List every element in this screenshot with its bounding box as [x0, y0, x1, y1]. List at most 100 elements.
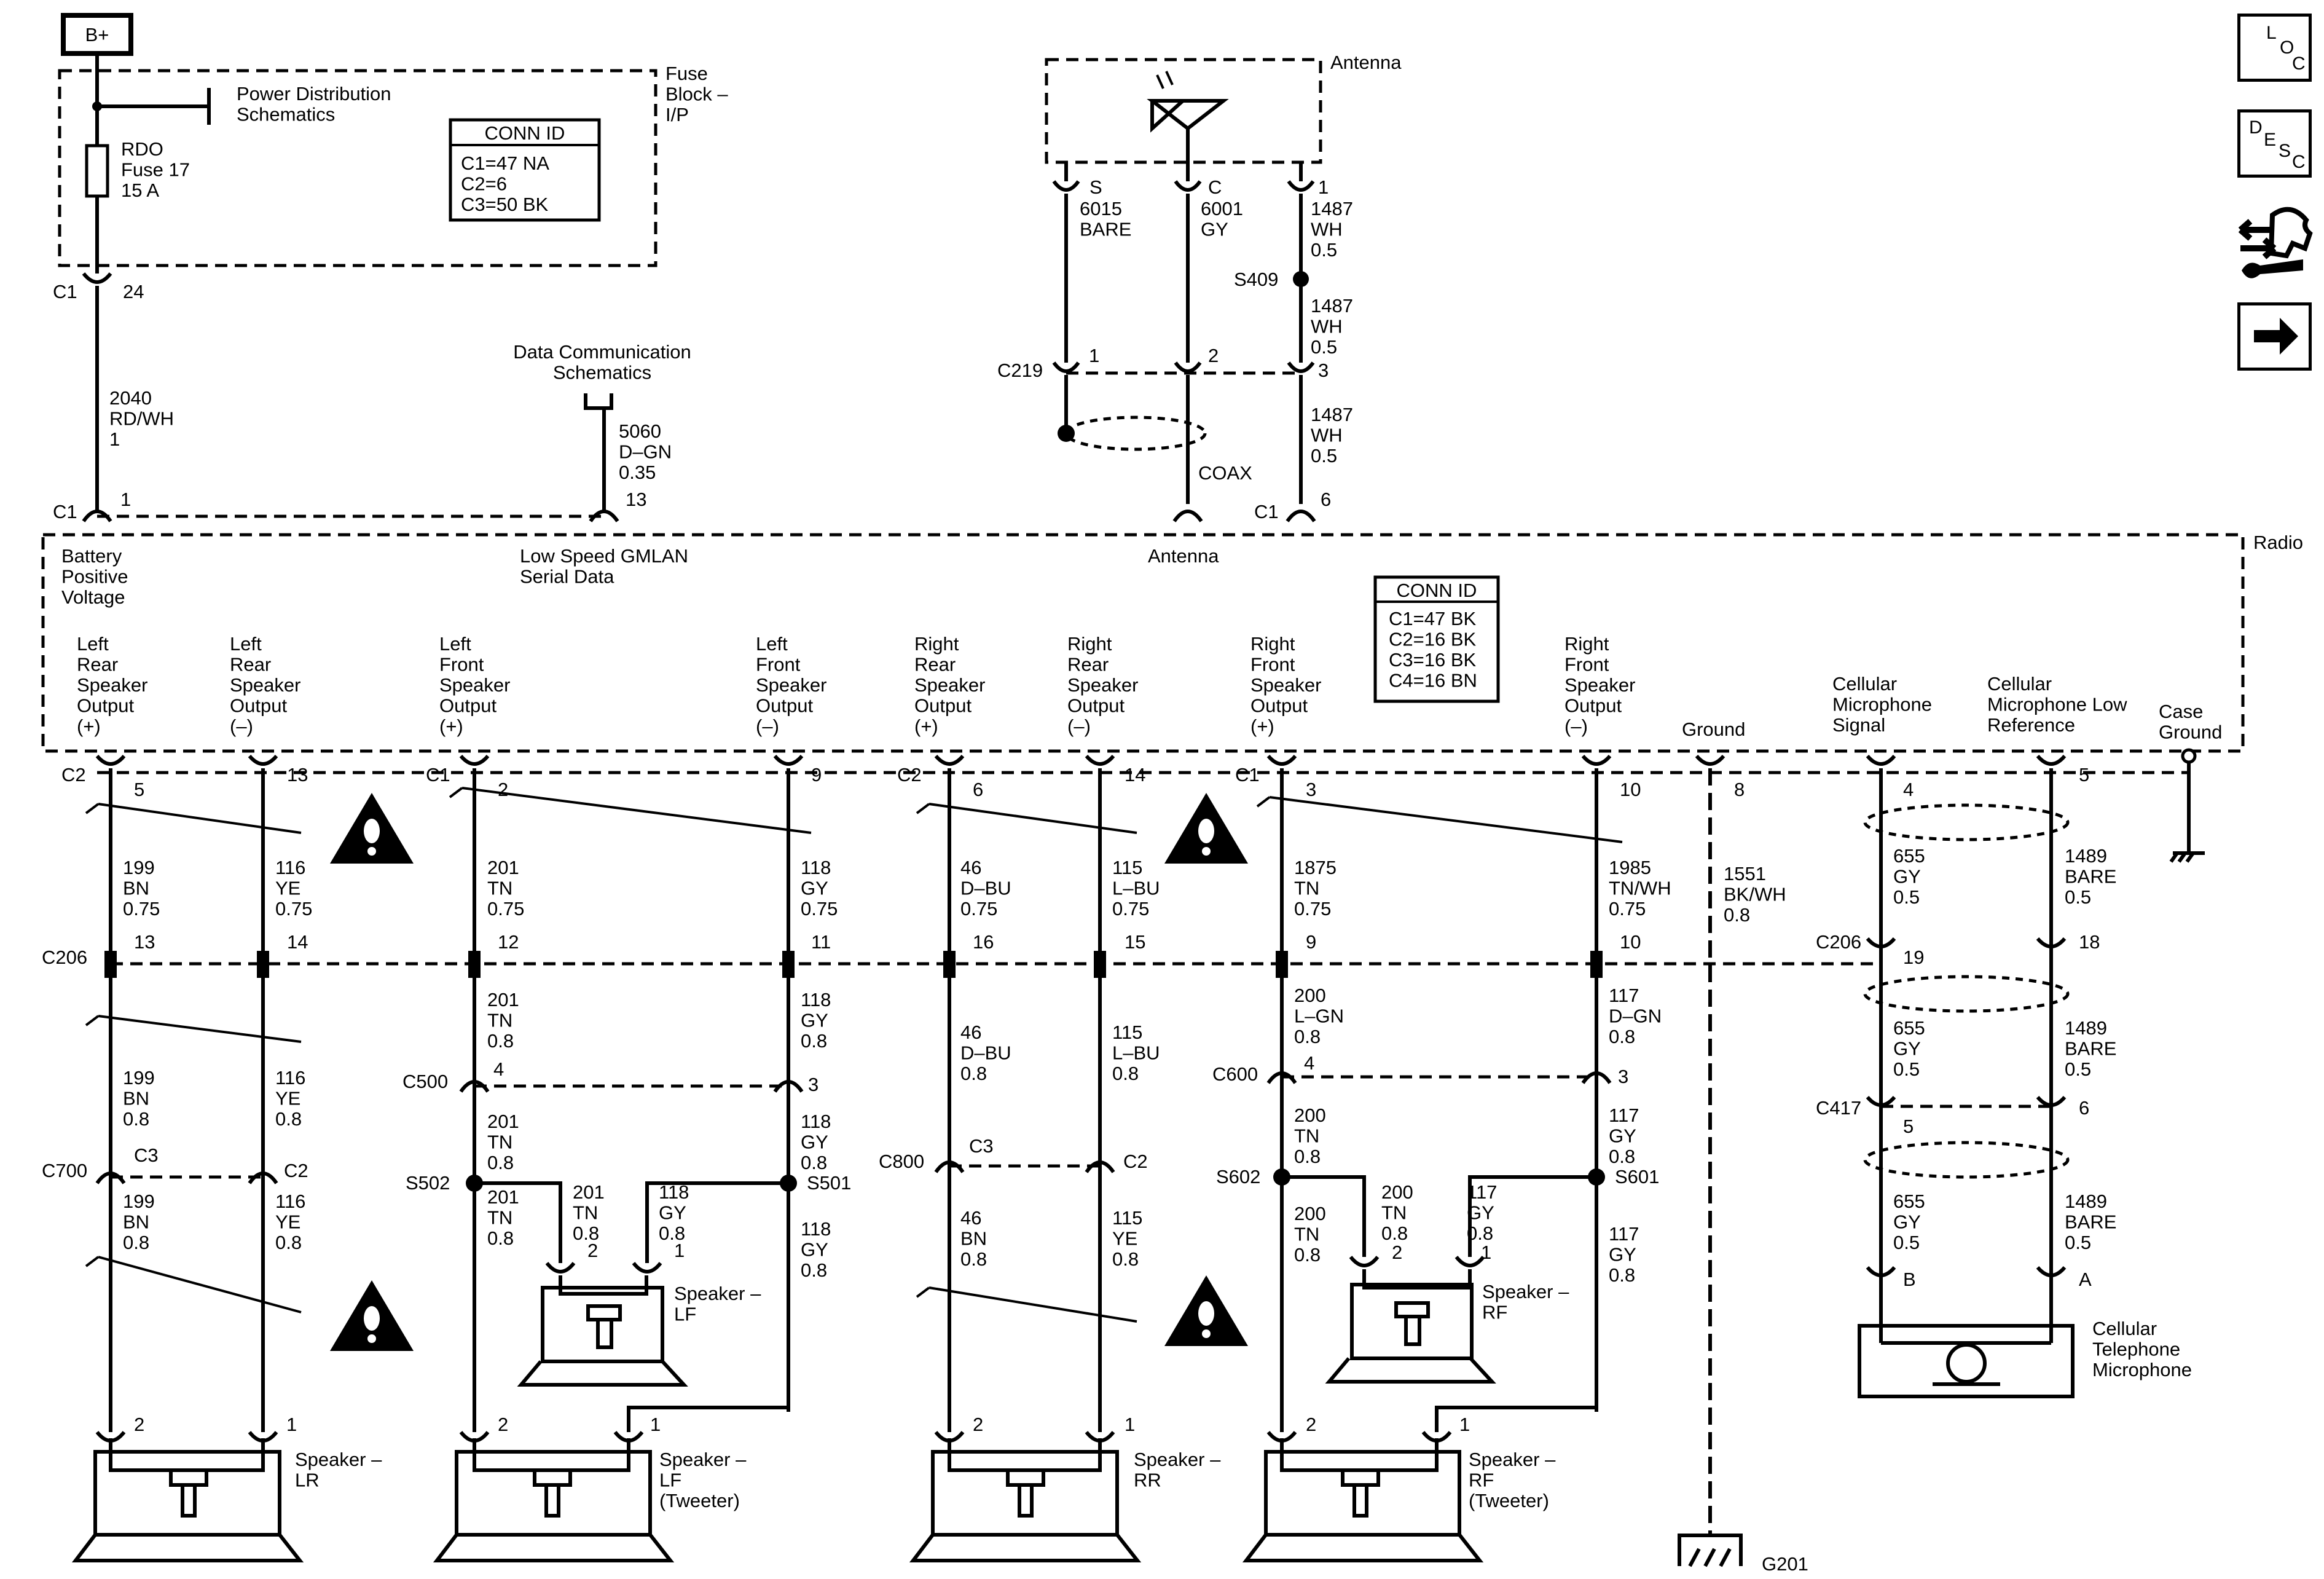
antenna-pins: S C 1 [1052, 162, 1329, 198]
svg-text:S502: S502 [406, 1172, 450, 1194]
svg-text:1: 1 [120, 489, 131, 510]
radio-bottom-connectors: C2 C1 C2 C1 5 13 2 9 6 14 3 10 8 4 5 [61, 754, 2189, 800]
svg-text:10: 10 [1620, 931, 1641, 953]
nav-letter: D [2249, 117, 2263, 138]
svg-text:C1: C1 [426, 764, 450, 786]
svg-text:A: A [2079, 1269, 2092, 1290]
svg-text:6: 6 [973, 779, 983, 800]
coax-label: COAX [1198, 462, 1252, 484]
svg-text:B: B [1903, 1269, 1916, 1290]
svg-text:Speaker –LF(Tweeter): Speaker –LF(Tweeter) [659, 1449, 747, 1511]
svg-text:Speaker –LR: Speaker –LR [295, 1449, 382, 1490]
svg-text:C1: C1 [1235, 764, 1260, 786]
svg-text:Speaker –RF: Speaker –RF [1482, 1281, 1569, 1323]
svg-text:4: 4 [493, 1058, 504, 1080]
location-button[interactable]: L O C [2237, 14, 2312, 82]
svg-text:2: 2 [134, 1414, 144, 1435]
svg-text:2: 2 [498, 779, 508, 800]
svg-text:3: 3 [808, 1074, 819, 1095]
svg-text:13: 13 [134, 931, 155, 953]
svg-text:11: 11 [811, 931, 831, 953]
conn-c219 [1052, 361, 1315, 373]
svg-text:C800: C800 [879, 1151, 924, 1172]
svg-text:4: 4 [1304, 1052, 1314, 1074]
antenna-title: Antenna [1330, 52, 1402, 73]
cell-shields [1863, 803, 2070, 1179]
nav-letter: L [2266, 23, 2277, 43]
svg-text:6: 6 [1321, 489, 1331, 510]
svg-text:14: 14 [287, 931, 308, 953]
case-ground-icon [2169, 851, 2205, 863]
svg-text:C2: C2 [284, 1160, 308, 1181]
svg-text:G201: G201 [1762, 1553, 1808, 1575]
svg-text:5: 5 [1903, 1116, 1914, 1137]
pin-label: 24 [123, 281, 144, 302]
svg-text:46D–BU0.8: 46D–BU0.8 [960, 1022, 1011, 1084]
svg-text:8: 8 [1734, 779, 1745, 800]
svg-text:9: 9 [1306, 931, 1316, 953]
radio-top-connectors [82, 510, 1316, 522]
svg-text:C2: C2 [61, 764, 86, 786]
antenna-icon [1156, 71, 1174, 89]
svg-text:C3: C3 [969, 1135, 994, 1157]
svg-text:C2: C2 [897, 764, 922, 786]
svg-text:46D–BU0.75: 46D–BU0.75 [960, 857, 1011, 919]
nav-letter: C [2292, 53, 2306, 74]
svg-text:C206: C206 [42, 947, 87, 968]
svg-text:3: 3 [1306, 779, 1316, 800]
svg-text:2: 2 [498, 1414, 508, 1435]
description-button[interactable]: D E S C [2237, 109, 2312, 178]
coax-shield [1064, 415, 1207, 451]
svg-text:2: 2 [1392, 1242, 1402, 1263]
svg-text:S602: S602 [1216, 1166, 1260, 1187]
nav-letter: O [2280, 37, 2295, 58]
svg-text:C3: C3 [134, 1144, 159, 1166]
svg-text:5: 5 [2079, 764, 2089, 786]
svg-text:18: 18 [2079, 931, 2100, 953]
svg-text:15: 15 [1125, 931, 1145, 953]
svg-text:Speaker –RR: Speaker –RR [1134, 1449, 1221, 1490]
next-button[interactable] [2237, 302, 2312, 371]
svg-text:13: 13 [626, 489, 646, 510]
svg-text:Speaker –RF(Tweeter): Speaker –RF(Tweeter) [1469, 1449, 1556, 1511]
nav-letter: E [2264, 130, 2277, 150]
svg-text:1: 1 [1089, 345, 1099, 366]
tools-icon[interactable] [2236, 204, 2314, 290]
conn-c1-24 [82, 272, 112, 284]
svg-text:S501: S501 [807, 1172, 851, 1194]
